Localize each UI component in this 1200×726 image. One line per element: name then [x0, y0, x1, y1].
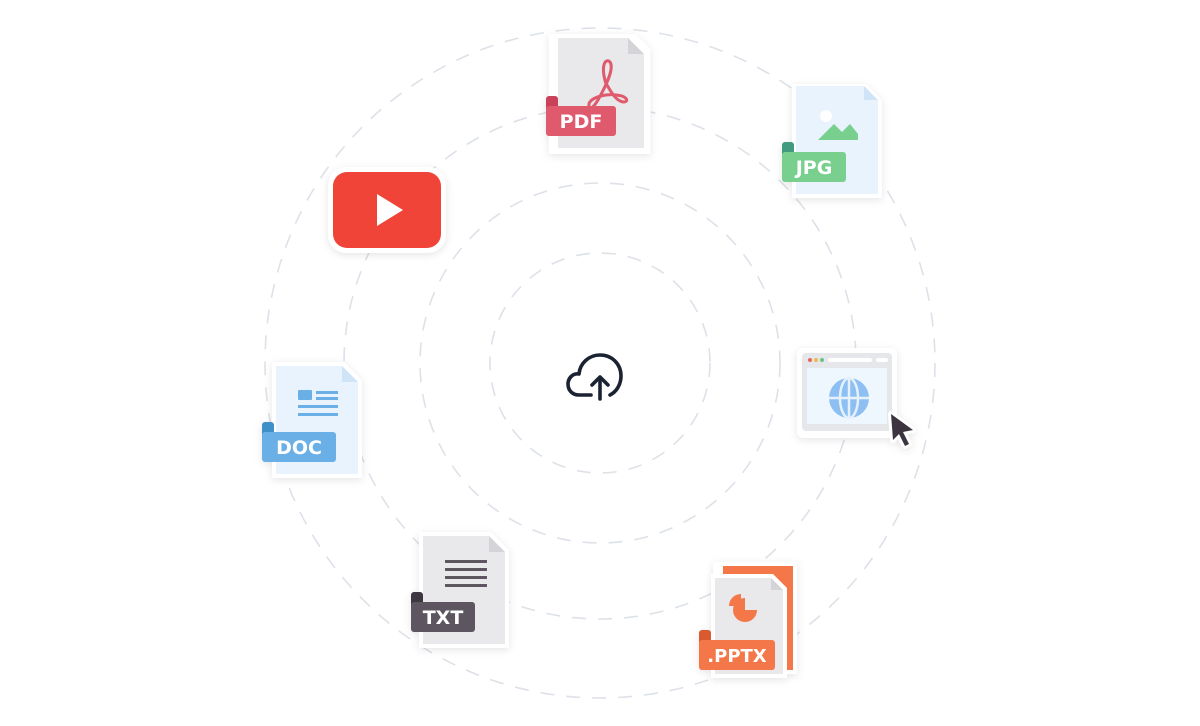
pdf-file-icon: PDF — [546, 32, 651, 158]
txt-file-icon: TXT — [411, 532, 509, 648]
doc-file-icon: DOC — [262, 362, 362, 478]
svg-text:JPG: JPG — [794, 157, 833, 179]
doc-file-item[interactable]: DOC — [258, 360, 370, 482]
pdf-file-item[interactable]: PDF — [540, 32, 652, 158]
svg-text:PDF: PDF — [560, 111, 603, 133]
browser-globe-icon — [797, 348, 916, 449]
youtube-icon — [328, 167, 446, 253]
website-item[interactable] — [795, 346, 920, 454]
txt-file-item[interactable]: TXT — [405, 530, 517, 652]
pptx-file-icon: .PPTX — [699, 562, 797, 678]
pptx-file-item[interactable]: .PPTX — [693, 560, 808, 685]
svg-text:DOC: DOC — [276, 437, 322, 459]
svg-text:.PPTX: .PPTX — [707, 646, 767, 667]
jpg-file-item[interactable]: JPG — [778, 80, 890, 202]
jpg-file-icon: JPG — [782, 84, 882, 198]
youtube-item[interactable] — [327, 166, 447, 254]
cloud-upload-icon[interactable] — [563, 345, 637, 403]
svg-text:TXT: TXT — [423, 607, 464, 629]
